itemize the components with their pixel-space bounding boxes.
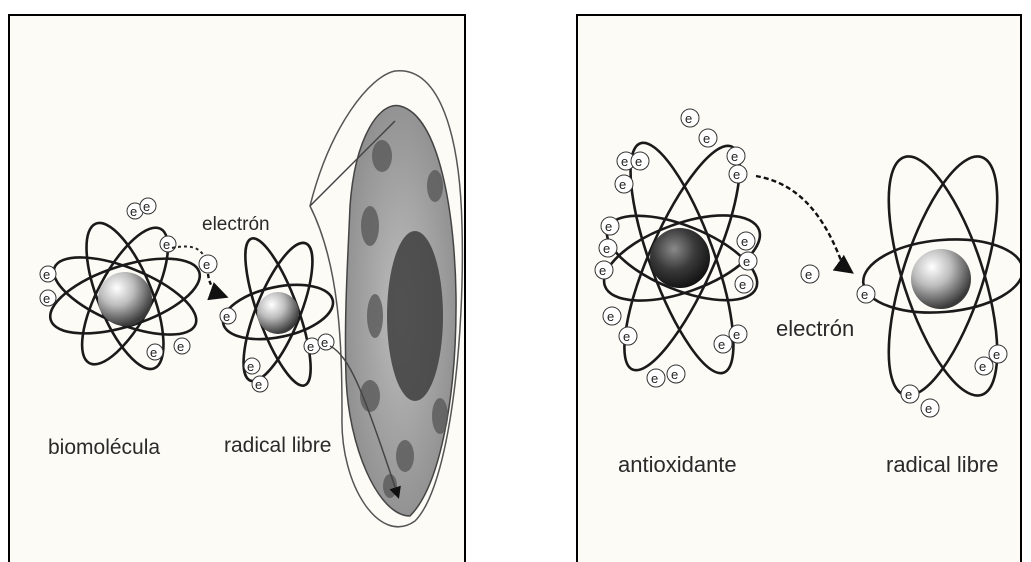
free-radical-attack-illustration: e e e e e e e e e	[10, 16, 466, 562]
free-radical-atom-left: e e e e e	[218, 232, 338, 392]
free-radical-atom-right: e e e e e	[857, 145, 1022, 417]
svg-text:e: e	[43, 291, 50, 306]
svg-text:e: e	[993, 347, 1000, 362]
svg-text:e: e	[743, 254, 750, 269]
svg-text:e: e	[739, 277, 746, 292]
svg-text:e: e	[733, 167, 740, 182]
svg-text:e: e	[623, 329, 630, 344]
free-radical-label-left: radical libre	[224, 434, 331, 458]
electron-transfer-right: e	[756, 176, 850, 283]
antioxidant-atom: e e e e e e e e e e e e e e e e e e e	[593, 109, 770, 387]
electron-label-left: electrón	[202, 214, 270, 236]
svg-text:e: e	[247, 359, 254, 374]
antioxidant-donation-illustration: e e e e e e e e e e e e e e e e e e e	[578, 16, 1022, 562]
svg-text:e: e	[223, 309, 230, 324]
svg-text:e: e	[603, 241, 610, 256]
svg-text:e: e	[733, 327, 740, 342]
svg-text:e: e	[741, 234, 748, 249]
svg-text:e: e	[718, 337, 725, 352]
biomolecule-label: biomolécula	[48, 436, 160, 460]
svg-text:e: e	[861, 287, 868, 302]
svg-text:e: e	[635, 154, 642, 169]
svg-text:e: e	[979, 359, 986, 374]
antioxidant-label: antioxidante	[618, 452, 737, 478]
svg-text:e: e	[177, 339, 184, 354]
svg-text:e: e	[130, 204, 137, 219]
svg-text:e: e	[43, 267, 50, 282]
svg-text:e: e	[731, 149, 738, 164]
svg-text:e: e	[651, 371, 658, 386]
svg-text:e: e	[143, 199, 150, 214]
antioxidant-nucleus	[650, 228, 710, 288]
svg-text:e: e	[619, 177, 626, 192]
svg-text:e: e	[599, 263, 606, 278]
svg-text:e: e	[621, 154, 628, 169]
svg-text:e: e	[321, 335, 328, 350]
panel-antioxidant-donation: e e e e e e e e e e e e e e e e e e e	[576, 14, 1022, 562]
svg-text:e: e	[805, 267, 812, 282]
svg-text:e: e	[607, 309, 614, 324]
svg-text:e: e	[685, 111, 692, 126]
electron-label-right: electrón	[776, 316, 854, 342]
svg-text:e: e	[671, 367, 678, 382]
svg-text:e: e	[905, 387, 912, 402]
svg-text:e: e	[307, 339, 314, 354]
biomolecule-atom: e e e e e e e	[40, 198, 208, 378]
biomolecule-nucleus	[98, 272, 152, 326]
svg-text:e: e	[163, 237, 170, 252]
free-radical-nucleus-left	[257, 292, 299, 334]
svg-text:e: e	[703, 131, 710, 146]
svg-text:e: e	[255, 377, 262, 392]
free-radical-nucleus-right	[911, 249, 971, 309]
svg-text:e: e	[605, 219, 612, 234]
svg-text:e: e	[203, 257, 210, 272]
free-radical-label-right: radical libre	[886, 452, 999, 478]
svg-text:e: e	[150, 345, 157, 360]
cell-nucleus	[387, 231, 443, 401]
svg-text:e: e	[925, 401, 932, 416]
panel-free-radical-attack: e e e e e e e e e	[8, 14, 466, 562]
